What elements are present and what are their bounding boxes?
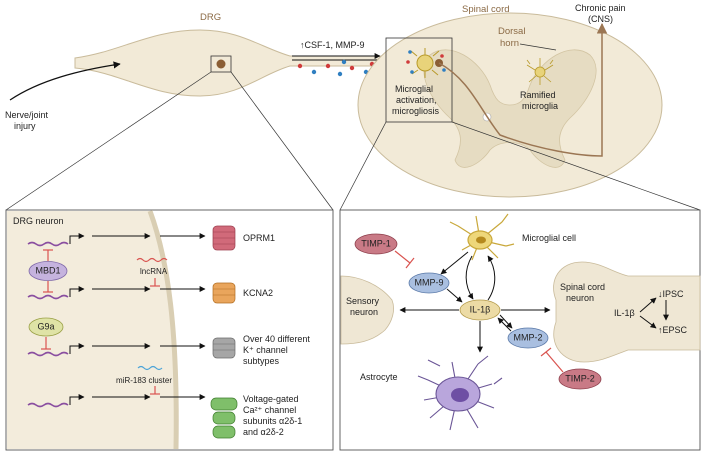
lncrna-label: lncRNA [140, 267, 168, 276]
pain-pathway [438, 22, 608, 157]
ramified-label-2: microglia [522, 101, 558, 111]
dna-row-4 [27, 402, 69, 408]
left-panel: DRG neuron MBD1 [5, 209, 334, 451]
microglial-activation-label: Microglial [395, 84, 433, 94]
lncrna-icon [136, 257, 168, 263]
promoter-3 [69, 343, 85, 354]
dorsal-horn-pointer [519, 43, 557, 51]
dorsal-horn-label-2: horn [500, 38, 519, 49]
microglial-activation-label-2: activation, [396, 95, 437, 105]
zoom-line-right-b [451, 121, 701, 211]
oprm1-channel-icon [212, 225, 236, 251]
ca-channel-label-3: subunits α2δ-1 [243, 416, 302, 426]
timp2-node [558, 368, 602, 390]
dna-row-3 [27, 351, 69, 357]
sensory-neuron-label: Sensory [346, 296, 380, 306]
epsc-label: ↑EPSC [658, 325, 688, 335]
ramified-microglia-icon [526, 58, 554, 85]
astrocyte-label: Astrocyte [360, 372, 398, 382]
mbd1-label: MBD1 [35, 265, 60, 275]
k-channel-label: Over 40 different [243, 334, 310, 344]
mmp2-to-il1b [497, 317, 512, 332]
il1b-to-mmp2 [499, 314, 513, 329]
dna-row-1 [27, 241, 69, 247]
injury-label: Nerve/joint [5, 110, 49, 120]
il1b-to-microglia [487, 255, 496, 301]
spinal-zoom-box [385, 37, 453, 123]
timp1-node [354, 233, 398, 255]
il1b-label: IL-1β [470, 304, 491, 314]
activated-microglia-icon [406, 48, 446, 78]
sensory-neuron-label-2: neuron [350, 307, 378, 317]
timp1-label: TIMP-1 [361, 238, 391, 248]
spinal-cord-label: Spinal cord [462, 4, 510, 15]
sc-neuron-label-2: neuron [566, 293, 594, 303]
il1b-node [459, 299, 501, 321]
microglial-activation-label-3: microgliosis [392, 106, 440, 116]
chronic-pain-label-2: (CNS) [588, 14, 613, 24]
ipsc-label: ↓IPSC [658, 289, 684, 299]
g9a-label: G9a [37, 321, 54, 331]
chronic-pain-label: Chronic pain [575, 3, 626, 13]
drg-cell-body [216, 59, 226, 69]
sc-il1b-label: IL-1β [614, 308, 635, 318]
released-factors [297, 59, 375, 77]
ca-channel-label: Voltage-gated [243, 394, 299, 404]
sc-neuron-label: Spinal cord [560, 282, 605, 292]
timp2-label: TIMP-2 [565, 373, 595, 383]
drg-neuron-title: DRG neuron [13, 216, 64, 226]
microglia-to-mmp9 [440, 251, 469, 275]
ramified-label: Ramified [520, 90, 556, 100]
zoom-line-left-a [5, 71, 212, 211]
gray-matter [423, 49, 597, 168]
k-channel-icon [212, 337, 236, 359]
promoter-4 [69, 394, 85, 405]
zoom-line-right-a [339, 121, 387, 211]
k-channel-label-3: subtypes [243, 356, 280, 366]
dna-row-2 [27, 294, 69, 300]
oprm1-label: OPRM1 [243, 233, 275, 243]
dorsal-horn-label: Dorsal [498, 26, 525, 37]
sc-neuron [553, 261, 701, 363]
k-channel-label-2: K⁺ channel [243, 345, 288, 355]
microglial-cell-label: Microglial cell [522, 233, 576, 243]
mmp9-label: MMP-9 [415, 277, 444, 287]
csf-label: ↑CSF-1, MMP-9 [300, 40, 365, 50]
ca-channel-icon [210, 397, 238, 439]
kcna2-label: KCNA2 [243, 288, 273, 298]
mmp9-to-il1b [446, 288, 463, 303]
drg-label: DRG [200, 12, 221, 23]
microglia-to-il1b [465, 255, 474, 300]
drg-zoom-box [210, 55, 232, 73]
sensory-neuron [340, 275, 394, 345]
ca-channel-label-2: Ca²⁺ channel [243, 405, 296, 415]
mmp9-node [408, 272, 450, 294]
promoter-2 [69, 286, 85, 297]
kcna2-channel-icon [212, 282, 236, 304]
right-panel: Microglial cell TIMP-1 MMP-9 IL-1β MMP-2… [339, 209, 701, 451]
mmp2-node [507, 327, 549, 349]
g9a-node [28, 317, 64, 337]
injury-arrow [9, 61, 121, 101]
mmp2-label: MMP-2 [514, 332, 543, 342]
microglial-cell-icon [449, 213, 515, 261]
drg-ganglion [74, 29, 381, 97]
astrocyte-icon [417, 355, 503, 431]
mir183-icon [137, 365, 163, 371]
promoter-1 [69, 233, 85, 244]
zoom-line-left-b [230, 71, 334, 211]
mir183-label: miR-183 cluster [116, 376, 172, 385]
ca-channel-label-4: and α2δ-2 [243, 427, 284, 437]
injury-label-2: injury [14, 121, 36, 131]
mbd1-node [28, 261, 68, 281]
